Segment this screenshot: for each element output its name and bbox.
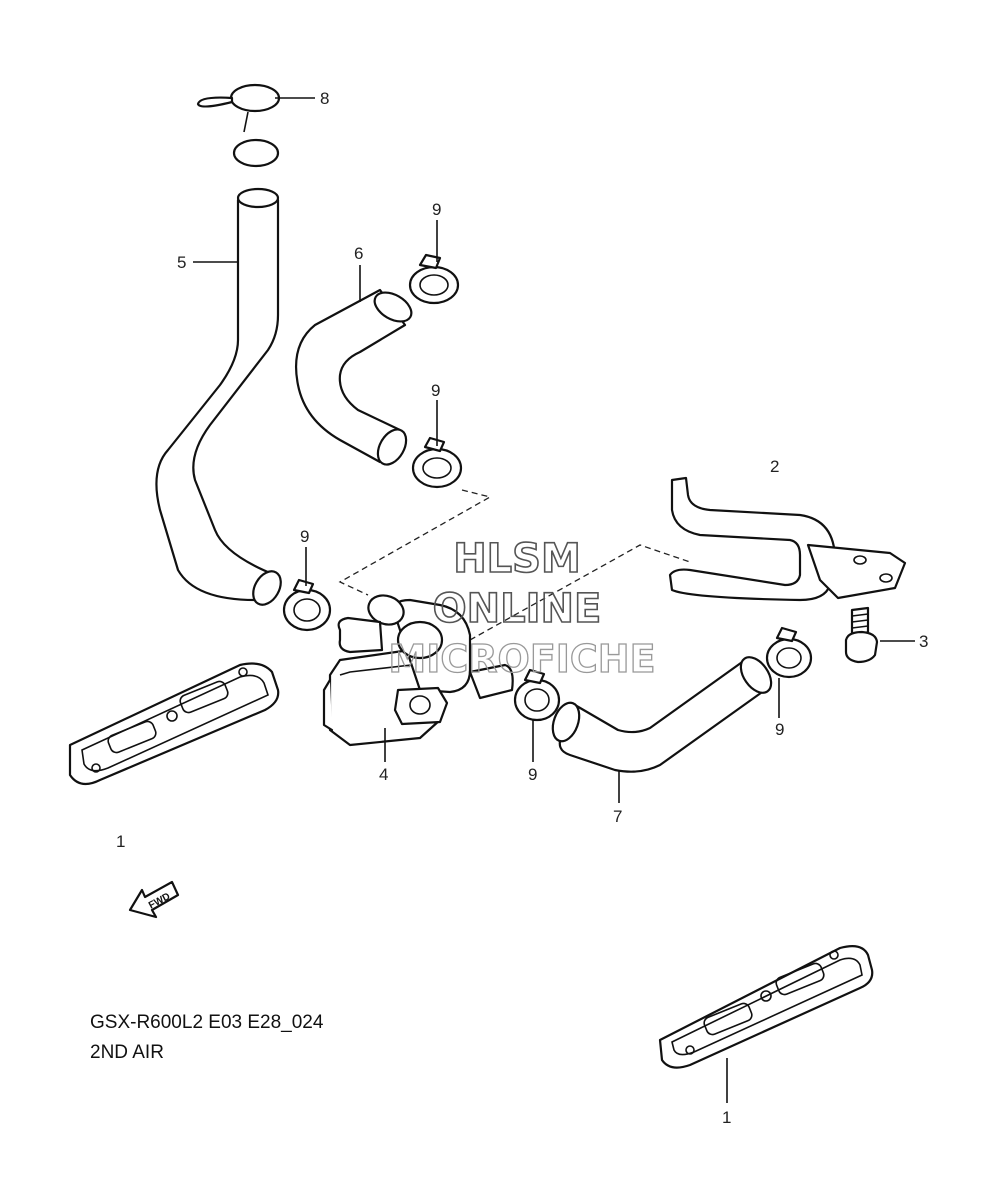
part-5-hose: [155, 187, 282, 606]
callout-9-middle: 9: [431, 381, 440, 400]
clamp-center: [513, 668, 561, 722]
callout-7: 7: [613, 807, 622, 826]
callout-5: 5: [177, 253, 186, 272]
callout-2: 2: [770, 457, 779, 476]
clamp-middle: [411, 436, 463, 489]
part-6-hose: [294, 288, 413, 466]
assembly-guide-upper: [338, 489, 492, 596]
clamp-right: [765, 626, 813, 679]
callout-1-right: 1: [722, 1108, 731, 1127]
diagram-title: 2ND AIR: [90, 1042, 164, 1063]
callout-9-left: 9: [300, 527, 309, 546]
part-3-bolt: [844, 606, 879, 664]
diagram-model-code: GSX-R600L2 E03 E28_024: [90, 1012, 324, 1033]
watermark-line1: HLSM: [453, 536, 581, 582]
callout-4: 4: [379, 765, 388, 784]
callout-9-top: 9: [432, 200, 441, 219]
clamp-left: [282, 578, 332, 632]
part-2-pipe: [668, 476, 907, 602]
part-1-pad-left: [68, 662, 280, 786]
callout-8: 8: [320, 89, 329, 108]
part-7-hose: [551, 656, 773, 773]
part-8-cap: [196, 83, 281, 168]
callout-1-left: 1: [116, 832, 125, 851]
part-4-valve: [322, 594, 514, 747]
callout-6: 6: [354, 244, 363, 263]
callout-3: 3: [919, 632, 928, 651]
part-1-pad-right: [658, 945, 874, 1069]
assembly-guide-right: [469, 544, 691, 641]
callout-9-center: 9: [528, 765, 537, 784]
watermark-line3: MICROFICHE: [388, 637, 655, 681]
leader-lines: [193, 97, 915, 1103]
fwd-arrow-icon: FWD: [128, 880, 180, 919]
watermark-line2: ONLINE: [433, 586, 602, 632]
clamp-upper: [408, 253, 460, 305]
callout-9-right: 9: [775, 720, 784, 739]
